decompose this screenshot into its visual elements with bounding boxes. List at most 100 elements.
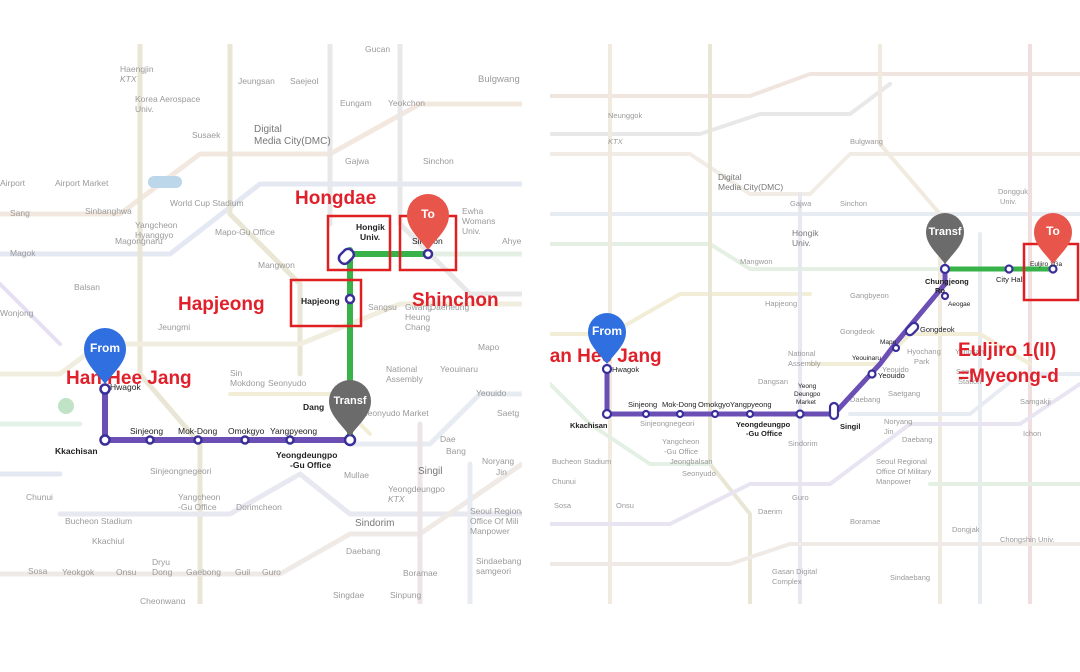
- destination-pin-icon: [407, 194, 449, 250]
- bg-station: Boramae: [850, 517, 880, 526]
- label-mokdong: Mok-Dong: [178, 426, 217, 436]
- left-subway-map[interactable]: Gucan Haengjin KTX Korea Aerospace Univ.…: [0, 44, 522, 604]
- bg-station: Dryu: [152, 557, 170, 567]
- station-sinjeong[interactable]: [641, 409, 651, 419]
- bg-station: Sinpung: [390, 590, 421, 600]
- right-origin-marker[interactable]: From: [588, 313, 626, 364]
- bg-station: -Gu Office: [178, 502, 217, 512]
- bg-station: Bang: [446, 446, 466, 456]
- station-kkachisan[interactable]: [601, 408, 613, 420]
- bg-station: Daebang: [902, 435, 932, 444]
- bg-station: Daerim: [758, 507, 782, 516]
- station-yeongdeungpo-gu-office[interactable]: [795, 409, 805, 419]
- station-yeouinaru[interactable]: [891, 343, 901, 353]
- bg-station: Balsan: [74, 282, 100, 292]
- label-yeong-l1: Yeong: [798, 383, 817, 390]
- bg-station: Jeungmi: [158, 322, 190, 332]
- bg-station: Assembly: [386, 374, 424, 384]
- bg-station: Saetgang: [888, 389, 920, 398]
- bg-station: Jin: [496, 467, 507, 477]
- station-mokdong[interactable]: [193, 435, 203, 445]
- station-singil[interactable]: [828, 401, 840, 421]
- bg-station: Airport Market: [55, 178, 109, 188]
- label-omokgyo: Omokgyo: [698, 400, 730, 409]
- label-ydp-l2: -Gu Office: [746, 429, 782, 438]
- left-origin-marker[interactable]: From: [84, 328, 126, 384]
- bg-station: Saejeol: [290, 76, 318, 86]
- label-hwagok: Hwagok: [110, 382, 141, 392]
- callout-hapjeong: Hapjeong: [178, 294, 265, 315]
- bg-station: Dongjak: [952, 525, 980, 534]
- label-yeouido: Yeouido: [878, 371, 905, 380]
- bg-station: Gajwa: [345, 156, 369, 166]
- bg-station: Daebang: [346, 546, 381, 556]
- bg-station: Jin: [884, 427, 894, 436]
- station-sinjeong[interactable]: [145, 435, 155, 445]
- bg-station: Neunggok: [608, 111, 642, 120]
- label-chungjeong-l2: Ro: [935, 286, 945, 295]
- bg-station: Bucheon Stadium: [65, 516, 132, 526]
- bg-station: Digital: [254, 124, 282, 135]
- station-sinchon[interactable]: [422, 248, 434, 260]
- station-city-hall[interactable]: [1004, 264, 1014, 274]
- bg-station: Wonjong: [0, 308, 34, 318]
- label-ydp-l2: -Gu Office: [290, 460, 331, 470]
- bg-station: Ichon: [1023, 429, 1041, 438]
- station-kkachisan[interactable]: [99, 434, 111, 446]
- bg-station: Eungam: [340, 98, 372, 108]
- right-transfer-marker[interactable]: Transf: [926, 213, 964, 264]
- right-route-labels: Hwagok Kkachisan Sinjeong Mok-Dong Omokg…: [570, 261, 1063, 438]
- bg-station: Sinbanghwa: [85, 206, 132, 216]
- bg-station: Guro: [262, 567, 281, 577]
- station-hongik-univ[interactable]: [337, 247, 356, 266]
- right-subway-map[interactable]: Neunggok KTX Bulgwang Digital Media City…: [550, 44, 1080, 604]
- bg-station: Sindaebang: [890, 573, 930, 582]
- bg-station: Saetg: [497, 408, 519, 418]
- transfer-pin-icon: [926, 213, 964, 264]
- bg-station: Yeokgok: [62, 567, 95, 577]
- left-transfer-marker[interactable]: Transf: [329, 380, 371, 436]
- station-yeouido[interactable]: [867, 369, 877, 379]
- station-yangpyeong[interactable]: [285, 435, 295, 445]
- station-hwagok[interactable]: [99, 383, 111, 395]
- station-hwagok[interactable]: [601, 363, 613, 375]
- bg-station: Susaek: [192, 130, 221, 140]
- hapjeong-box: [289, 278, 363, 328]
- station-gongdeok[interactable]: [904, 321, 920, 337]
- left-destination-marker[interactable]: To: [407, 194, 449, 250]
- origin-pin-icon: [588, 313, 626, 364]
- bg-station: Daebang: [850, 395, 880, 404]
- station-euljiro-1ga[interactable]: [1048, 264, 1058, 274]
- label-aeogae: Aeogae: [948, 301, 971, 308]
- bg-station: Ahye: [502, 236, 522, 246]
- bg-station: Office Of Mili: [470, 516, 519, 526]
- bg-station: Haengjin: [120, 64, 154, 74]
- bg-station: Station: [958, 377, 981, 386]
- station-omokgyo[interactable]: [240, 435, 250, 445]
- bg-station: Sindorim: [355, 518, 394, 529]
- label-yeong-l2: Deungpo: [794, 391, 821, 398]
- bg-station: Yeokchon: [388, 98, 425, 108]
- station-hapjeong[interactable]: [344, 293, 356, 305]
- station-chungjeongno[interactable]: [939, 263, 951, 275]
- bg-station: Dae: [440, 434, 456, 444]
- right-destination-marker[interactable]: To: [1034, 213, 1072, 264]
- bg-station: Chongshin Univ.: [1000, 535, 1054, 544]
- destination-marker-label: To: [421, 207, 435, 221]
- bg-station: Magongnaru: [115, 236, 163, 246]
- station-mokdong[interactable]: [675, 409, 685, 419]
- station-yeongdeungpo-gu-office[interactable]: [343, 433, 357, 447]
- bg-station: Hyochang: [907, 347, 941, 356]
- bg-station: Mangwon: [740, 257, 773, 266]
- left-route-labels: Hwagok Kkachisan Sinjeong Mok-Dong Omokg…: [55, 222, 443, 470]
- callout-origin-station: Han Hee Jang: [66, 368, 192, 389]
- station-yangpyeong[interactable]: [745, 409, 755, 419]
- station-aeogae[interactable]: [940, 291, 950, 301]
- label-sinjeong: Sinjeong: [130, 426, 163, 436]
- bg-station: Daeheung: [430, 302, 470, 312]
- bg-station: Park: [914, 357, 930, 366]
- bg-station: Seoul Regional: [470, 506, 522, 516]
- bg-station: Singdae: [333, 590, 364, 600]
- left-callouts: Hongdae Hapjeong Shinchon Han Hee Jang: [66, 188, 499, 389]
- station-omokgyo[interactable]: [710, 409, 720, 419]
